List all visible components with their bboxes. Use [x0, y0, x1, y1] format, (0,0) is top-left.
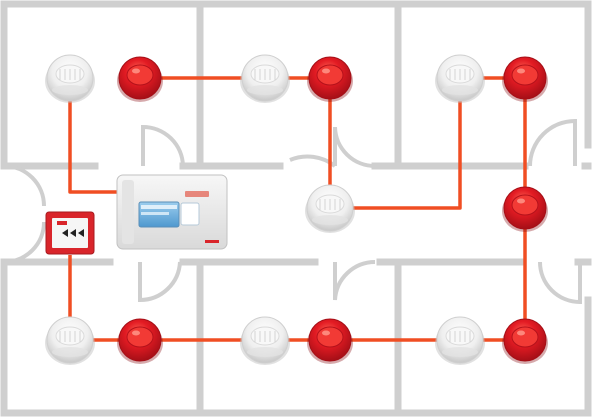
sounder-lens	[316, 64, 344, 86]
door-bottom-right	[538, 261, 582, 305]
detector-base	[442, 347, 478, 357]
sounder-highlight	[132, 68, 140, 74]
smoke-detector-icon	[45, 54, 95, 103]
smoke-detector-icon	[240, 54, 290, 103]
sounder-beacon-icon	[117, 318, 163, 364]
sounder-highlight	[132, 330, 140, 336]
smoke-detector-icon	[305, 184, 355, 233]
smoke-detector-icon	[435, 316, 485, 365]
control-panel-logo	[185, 191, 209, 197]
sounder-lens	[511, 64, 539, 86]
sounder-beacon-icon	[117, 56, 163, 102]
call-point-arrow-2	[70, 229, 76, 237]
control-panel	[116, 174, 228, 250]
door-top-middle	[333, 126, 376, 168]
detector-base	[442, 85, 478, 95]
detector-base	[52, 85, 88, 95]
sounder-beacon-icon	[307, 318, 353, 364]
sounder-lens	[126, 64, 154, 86]
sounder-lens	[316, 326, 344, 348]
door-exterior-lower	[3, 221, 46, 264]
call-point-arrow-1	[62, 229, 68, 237]
sounder-highlight	[517, 68, 525, 74]
door-top-left	[141, 124, 185, 167]
call-point-label	[57, 221, 67, 225]
control-panel-screen-line-2	[141, 212, 169, 215]
smoke-detector-icon	[240, 316, 290, 365]
sounder-beacon-icon	[502, 186, 548, 232]
detector-base	[247, 347, 283, 357]
call-point-arrow-3	[78, 229, 84, 237]
sounder-beacon-icon	[502, 56, 548, 102]
control-panel-screen-line-1	[141, 205, 177, 209]
door-exterior-upper	[3, 164, 46, 207]
alarm-devices	[45, 54, 548, 365]
sounder-lens	[511, 326, 539, 348]
sounder-beacon-icon	[502, 318, 548, 364]
door-bottom-middle	[333, 259, 376, 301]
cable-corridor-up	[330, 78, 462, 210]
control-panel-brand-mark	[205, 240, 219, 243]
sounder-lens	[126, 326, 154, 348]
control-panel-keypad	[180, 202, 200, 226]
cable-panel-link	[68, 78, 118, 194]
manual-call-point	[45, 211, 95, 255]
sounder-highlight	[322, 68, 330, 74]
sounder-highlight	[322, 330, 330, 336]
sounder-lens	[511, 194, 539, 216]
door-top-right	[528, 118, 577, 167]
detector-base	[312, 215, 348, 225]
sounder-highlight	[517, 198, 525, 204]
smoke-detector-icon	[435, 54, 485, 103]
detector-base	[247, 85, 283, 95]
sounder-beacon-icon	[307, 56, 353, 102]
detector-base	[52, 347, 88, 357]
control-panel-hinge	[122, 180, 134, 244]
smoke-detector-icon	[45, 316, 95, 365]
sounder-highlight	[517, 330, 525, 336]
door-bottom-left	[138, 261, 182, 303]
